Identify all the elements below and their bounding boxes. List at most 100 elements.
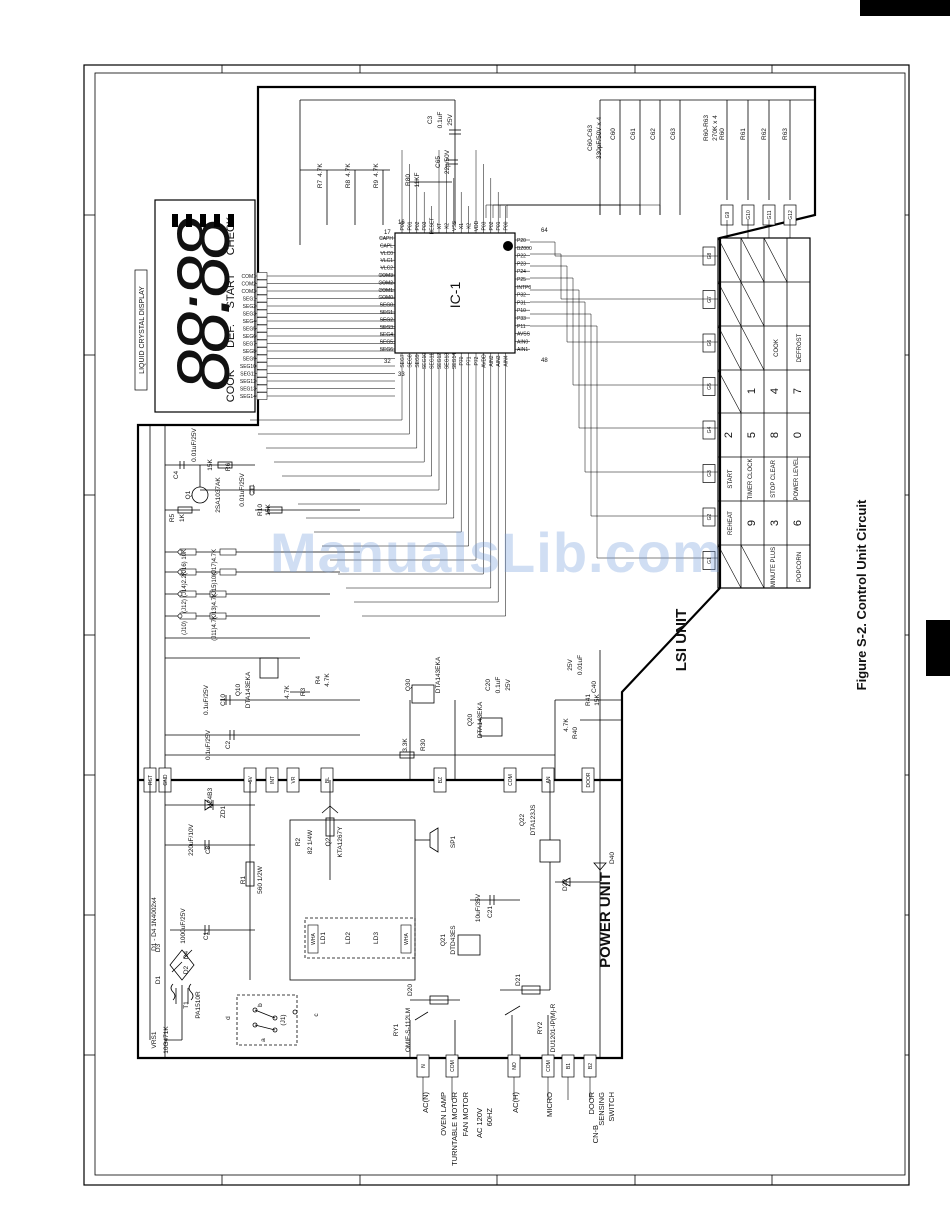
ic-right-pin: P33 (517, 316, 526, 322)
c62-label: C62 (650, 128, 657, 140)
ic-right-pin: P20 (517, 238, 526, 244)
lcd-pin-seg7: SEG7 (243, 342, 257, 348)
ic-left-pin: CAPH (379, 236, 393, 242)
t1-label: T1 (183, 1001, 190, 1009)
r40-value: 4.7K (563, 718, 570, 732)
r2-label: R2 (295, 837, 302, 846)
r63-label: R63 (782, 128, 789, 140)
c1-label: C1 (203, 931, 210, 940)
c1-val-label: 1000uF/25V (180, 908, 187, 944)
lcd-pin-com2: COM2 (242, 282, 257, 288)
lcd-pin-seg3: SEG3 (243, 312, 257, 318)
r62-label: R62 (761, 128, 768, 140)
j12-label: (J12) (182, 599, 188, 613)
watermark: ManualsLib.com (270, 521, 723, 584)
r41-value: 15K (594, 694, 601, 706)
q21-label: Q21 (440, 933, 447, 946)
ic-bottom-pin: AIN2 (489, 355, 495, 366)
q30-part: DTA143EKA (435, 656, 442, 693)
led-strip-connector: WHA (311, 933, 317, 945)
bottom-label-turntable: TURNTABLE MOTOR (450, 1091, 459, 1165)
keypad-key: 8 (769, 432, 781, 438)
keypad-key: 4 (769, 388, 781, 394)
r7-value: 4.7K (317, 163, 324, 177)
keypad-key: 7 (792, 388, 804, 394)
zd1-label: ZD1 (220, 805, 227, 818)
ic-top-pin: P02 (489, 221, 495, 230)
bottom-connector: NO (512, 1062, 518, 1070)
lsi-unit-boundary (136, 85, 817, 1060)
ic-bottom-pin: SEG11 (430, 353, 436, 369)
ic-pin-labels: CAPHCAPLVLC0VLC1VLC2COM3COM2COM1COM0SEG0… (379, 218, 532, 369)
c40-label: C40 (591, 681, 598, 693)
ic-left-pin: COM2 (379, 280, 394, 286)
d21-label: D21 (515, 974, 522, 986)
ld3-label: LD3 (373, 932, 380, 944)
ic-left-pin: COM1 (379, 288, 394, 294)
vrs1-part-label: 10G471K (163, 1026, 170, 1054)
bus-connector: AN (546, 776, 552, 783)
bottom-connector: B1 (566, 1063, 572, 1069)
lcd-pin-com1: COM1 (242, 274, 257, 280)
c10-value: 0.1uF/25V (203, 684, 210, 715)
r9-value: 4.7K (373, 163, 380, 177)
keypad-key: 0 (792, 432, 804, 438)
bus-connector: DOOR (586, 772, 592, 787)
led-strip-connector: WHA (404, 933, 410, 945)
ic-right-pin: P22 (517, 254, 526, 260)
d22-label: D22 (562, 879, 569, 891)
power-unit-components (149, 780, 607, 1058)
bottom-label-oven-lamp: OVEN LAMP (439, 1092, 448, 1136)
q22-label: Q22 (519, 813, 526, 826)
bottom-label-cnb: CN-B (591, 1125, 600, 1143)
ic-bottom-pin: SEG12 (437, 353, 443, 369)
bus-connector: -5V (248, 775, 254, 783)
keypad-key: 5 (746, 432, 758, 438)
ic-left-pin: COM0 (379, 295, 394, 301)
keypad-key: COOK (774, 339, 780, 357)
d20-label: D20 (407, 984, 414, 996)
lcd-pin-seg13: SEG13 (240, 387, 256, 393)
matrix-connector-g9: G9 (725, 211, 731, 218)
c3-label: C3 (427, 115, 434, 124)
ic-top-pin: X2 (444, 223, 450, 229)
ic-top-wires (401, 150, 661, 218)
lcd-pin-seg4: SEG4 (243, 319, 257, 325)
q30-label: Q30 (405, 678, 412, 691)
r60-r63-label: R60-R63 (703, 115, 710, 141)
q20-part: DTA143EKA (477, 701, 484, 738)
power-unit-label: POWER UNIT (597, 872, 614, 968)
ic-pin-17: 17 (384, 230, 391, 236)
bottom-connector: COM (450, 1060, 456, 1072)
ic-top-pin: XT (437, 223, 443, 229)
keypad-key: 3 (769, 520, 781, 526)
bus-connector: VR (291, 776, 297, 783)
j15-label: (J15)10K (212, 572, 218, 596)
r60-r63-value: 270K x 4 (712, 115, 719, 141)
vrs1-label: VRS1 (151, 1031, 158, 1048)
bottom-connector: B2 (588, 1063, 594, 1069)
r80-value: 11KF (414, 172, 421, 187)
ry1-label: RY1 (393, 1023, 400, 1036)
c60-c63-value: 330pF/50V x 4 (596, 116, 603, 159)
matrix-connector-g6: G6 (707, 339, 713, 346)
bus-connector: COM (508, 774, 514, 786)
j13-label: (J13)4.7K (212, 593, 218, 619)
ld1-label: LD1 (320, 932, 327, 944)
c21-label: C21 (487, 906, 494, 918)
c4-label: C4 (173, 470, 180, 479)
ic-right-pin: AIN0 (517, 339, 528, 345)
bottom-label-ach: AC(H) (511, 1092, 520, 1113)
sw-a-label: a (260, 1038, 267, 1042)
bottom-label-micro: MICRO (545, 1092, 554, 1117)
matrix-connector-g7: G7 (707, 296, 713, 303)
lcd-pin-seg2: SEG2 (243, 304, 257, 310)
ic-bottom-pin: SEG8 (407, 354, 413, 368)
bottom-label-fan: FAN MOTOR (461, 1091, 470, 1136)
sw-c-label: c (313, 1013, 320, 1017)
ic-bottom-pin: SEG14 (452, 353, 458, 369)
c11-label: C11 (249, 484, 256, 496)
bottom-label-acn: AC(N) (421, 1092, 430, 1113)
